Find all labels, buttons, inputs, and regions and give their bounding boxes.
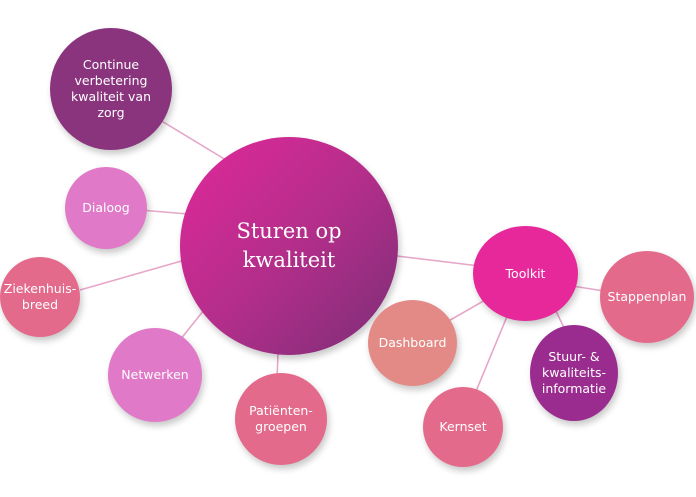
node-netwerken[interactable]: Netwerken — [108, 328, 202, 422]
center-title-line-1: Sturen op — [236, 218, 342, 243]
connector-ziekenhuis — [79, 257, 193, 291]
node-stuur-kwaliteitsinformatie[interactable]: Stuur- & kwaliteits- informatie — [530, 325, 618, 421]
node-toolkit-label: Toolkit — [505, 265, 546, 281]
node-center-sturen-op-kwaliteit[interactable]: Sturen op kwaliteit — [180, 137, 398, 355]
node-dialoog[interactable]: Dialoog — [65, 167, 147, 249]
node-patienten-line-2: groepen — [255, 419, 307, 434]
node-ziekenhuis-line-1: Ziekenhuis- — [3, 281, 77, 296]
node-stappenplan-label: Stappenplan — [607, 289, 687, 304]
node-stuur-line-2: kwaliteits- — [541, 365, 607, 380]
node-toolkit[interactable]: Toolkit — [473, 226, 578, 321]
node-ziekenhuis[interactable]: Ziekenhuis- breed — [0, 257, 80, 337]
node-kernset-label: Kernset — [439, 419, 487, 434]
node-stuur-line-1: Stuur- & — [548, 349, 600, 364]
node-kernset[interactable]: Kernset — [423, 387, 503, 467]
node-continue-line-2: verbetering — [74, 73, 148, 88]
node-dialoog-label: Dialoog — [82, 200, 130, 215]
node-ziekenhuis-line-2: breed — [21, 297, 59, 312]
node-dashboard[interactable]: Dashboard — [368, 300, 457, 386]
center-title-line-2: kwaliteit — [242, 248, 336, 272]
node-stappenplan[interactable]: Stappenplan — [600, 251, 694, 343]
connector-continue — [159, 119, 227, 161]
node-netwerken-label: Netwerken — [121, 367, 189, 382]
node-dashboard-label: Dashboard — [378, 335, 447, 350]
node-continue[interactable]: Continue verbetering kwaliteit van zorg — [50, 28, 172, 150]
node-patienten-line-1: Patiënten- — [249, 403, 313, 418]
node-continue-line-1: Continue — [82, 57, 140, 72]
node-stuur-line-3: informatie — [541, 381, 607, 396]
node-patienten[interactable]: Patiënten- groepen — [235, 373, 327, 465]
node-continue-line-3: kwaliteit van — [71, 89, 151, 104]
node-continue-line-4: zorg — [97, 105, 125, 120]
